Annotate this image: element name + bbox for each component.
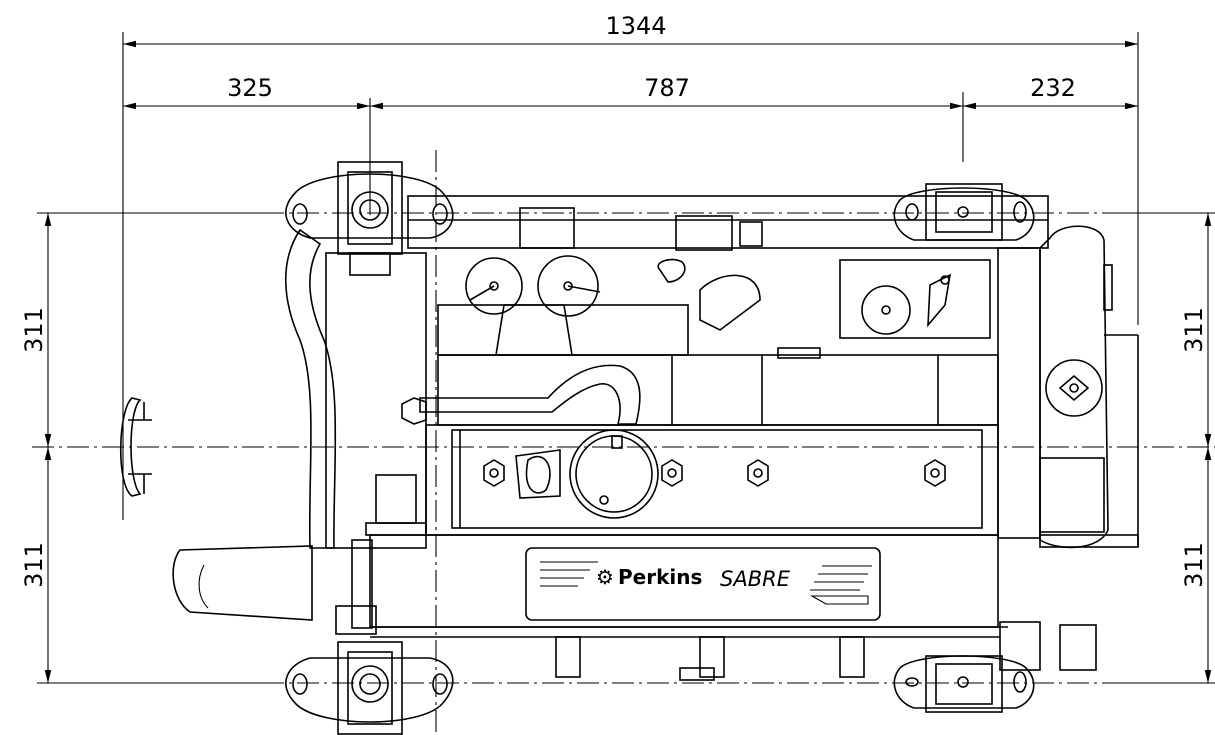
nameplate-logo-symbol: ⚙ — [596, 565, 614, 589]
engine-mount-front-bottom — [285, 641, 454, 735]
half-width-left-bottom-label: 311 — [20, 542, 48, 588]
dimension-segments: 325 787 232 — [122, 74, 1138, 215]
flywheel-edge — [119, 397, 152, 497]
overall-length-label: 1344 — [605, 12, 666, 40]
nameplate-brand: Perkins — [618, 565, 702, 589]
fuel-components — [401, 207, 1103, 519]
half-width-right-bottom-label: 311 — [1180, 542, 1208, 588]
nameplate: ⚙ Perkins SABRE — [525, 547, 881, 621]
front-offset-label: 325 — [227, 74, 273, 102]
engine-body — [172, 195, 1139, 681]
dimension-overall-length: 1344 — [122, 12, 1139, 520]
engine-mount-rear-bottom — [893, 655, 1035, 713]
engine-mount-front-top — [285, 161, 454, 255]
mount-spacing-label: 787 — [644, 74, 690, 102]
half-width-right-top-label: 311 — [1180, 307, 1208, 353]
dimension-half-width-left: 311 311 — [20, 212, 262, 684]
rocker-cover-bolts — [483, 459, 946, 487]
nameplate-model: SABRE — [720, 567, 791, 591]
engine-mount-rear-top — [893, 183, 1035, 241]
rear-offset-label: 232 — [1030, 74, 1076, 102]
half-width-left-top-label: 311 — [20, 307, 48, 353]
dimension-half-width-right: 311 311 — [1110, 212, 1215, 684]
centerlines — [32, 150, 1215, 735]
